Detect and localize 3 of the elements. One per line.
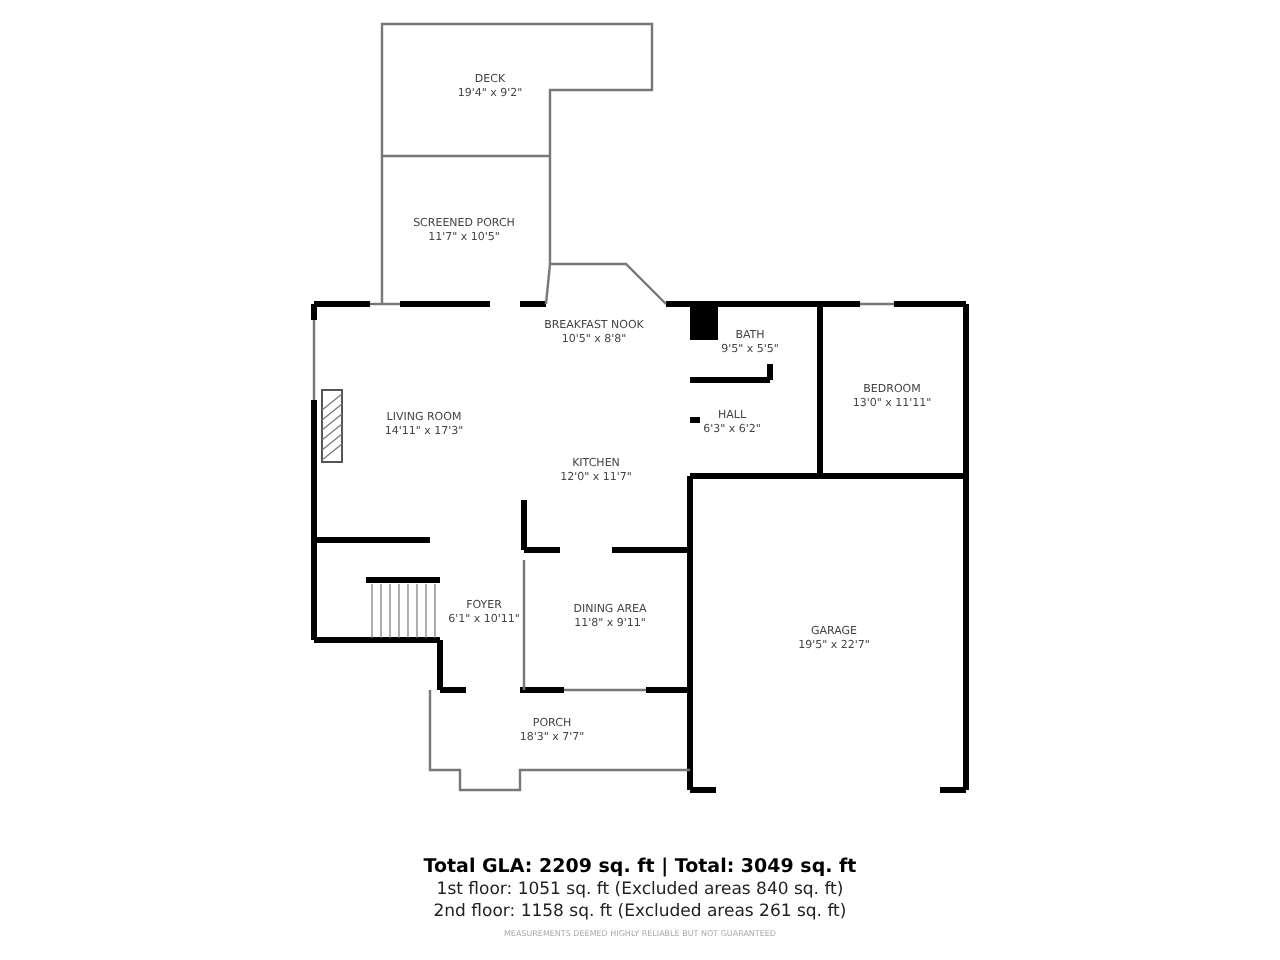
area-summary: Total GLA: 2209 sq. ft | Total: 3049 sq. ft	[421, 856, 859, 878]
floor-area-note: 1st floor: 1051 sq. ft (Excluded areas 840 sq. ft)	[434, 880, 846, 900]
floor-area-note: 2nd floor: 1158 sq. ft (Excluded areas 261 sq. ft)	[431, 902, 849, 922]
